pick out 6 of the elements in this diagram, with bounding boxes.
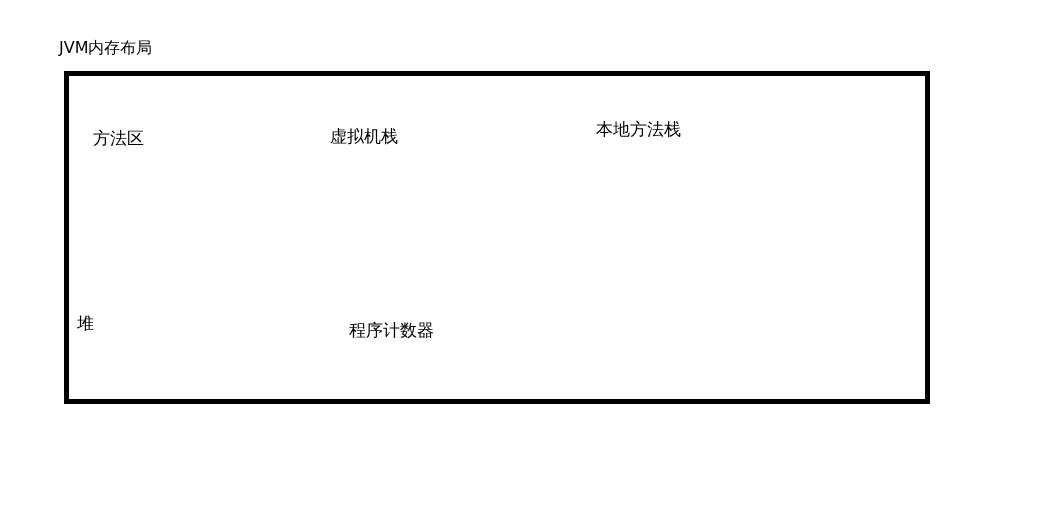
- memory-area-label: 本地方法栈: [596, 118, 681, 141]
- memory-area-label: 虚拟机栈: [330, 125, 398, 148]
- memory-area-label: 堆: [77, 312, 94, 335]
- frame-heading: JVM内存布局: [59, 38, 153, 59]
- memory-area-label: 方法区: [93, 127, 144, 150]
- memory-area-label: 程序计数器: [349, 319, 434, 342]
